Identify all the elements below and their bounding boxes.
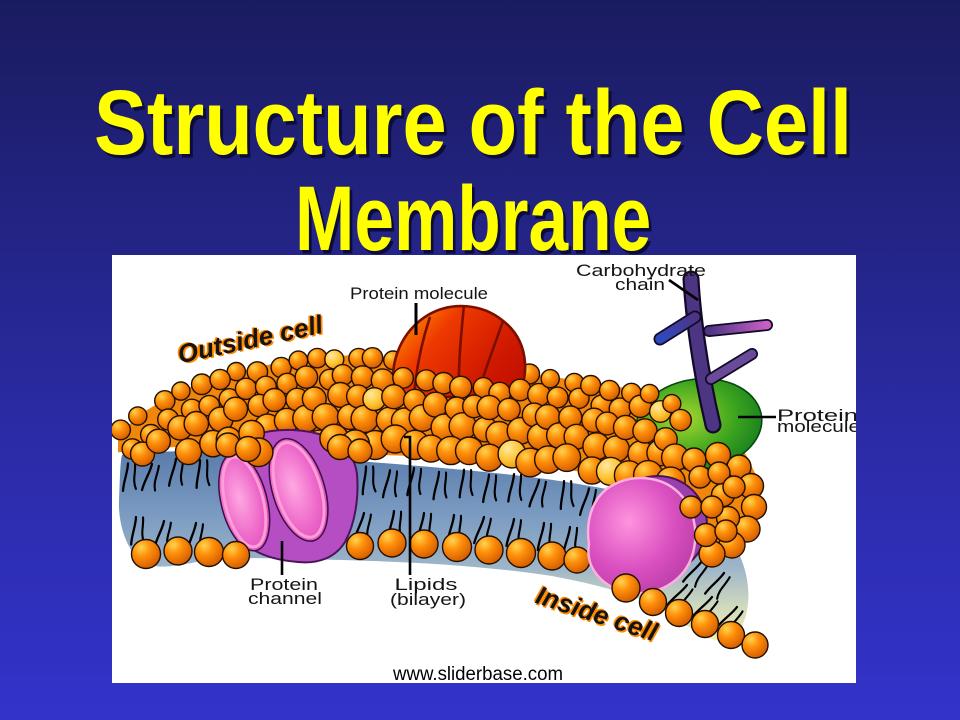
svg-text:chain: chain xyxy=(615,276,665,294)
svg-text:(bilayer): (bilayer) xyxy=(390,591,466,609)
svg-text:channel: channel xyxy=(248,590,322,608)
svg-text:www.sliderbase.com: www.sliderbase.com xyxy=(392,664,563,683)
svg-text:Protein: Protein xyxy=(777,407,856,425)
svg-text:molecule: molecule xyxy=(777,418,856,436)
svg-text:Carbohydrate: Carbohydrate xyxy=(576,262,706,280)
svg-text:Lipids: Lipids xyxy=(395,576,458,594)
svg-text:Protein molecule: Protein molecule xyxy=(350,285,488,303)
svg-text:Protein: Protein xyxy=(250,576,318,594)
